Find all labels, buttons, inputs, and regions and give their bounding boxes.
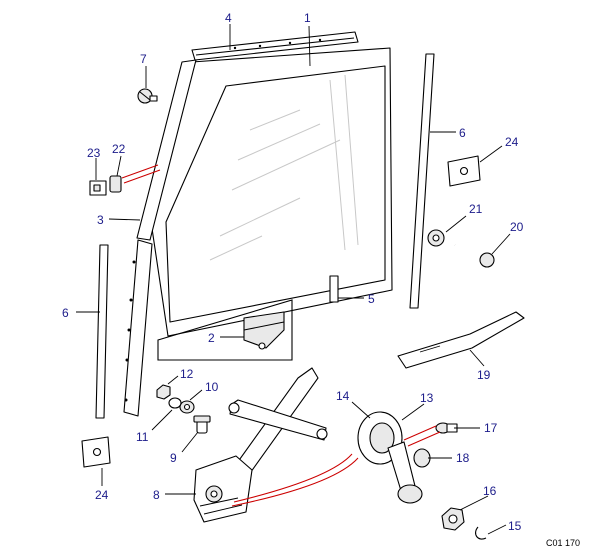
callouts: 1 2 3 4 5 6 6 7 8 9 10 11 12 13 14 15 16… xyxy=(62,11,580,548)
clip-15 xyxy=(475,526,487,540)
clip-22 xyxy=(109,175,122,193)
washer-11 xyxy=(168,397,182,409)
pad-24-lower xyxy=(81,436,111,468)
cap-18 xyxy=(413,448,431,468)
callout-1: 1 xyxy=(304,11,311,25)
callout-15: 15 xyxy=(508,519,522,533)
pad-24-upper xyxy=(447,155,481,187)
screw-7 xyxy=(137,88,158,104)
callout-7: 7 xyxy=(140,52,147,66)
window-regulator xyxy=(193,367,328,523)
callout-17: 17 xyxy=(484,421,498,435)
run-channel-right xyxy=(409,53,435,309)
bracket-19 xyxy=(397,311,525,369)
callout-23: 23 xyxy=(87,146,101,160)
bolt-9 xyxy=(193,415,211,434)
relation-lines xyxy=(121,164,441,507)
callout-11: 11 xyxy=(136,430,149,444)
callout-16: 16 xyxy=(483,484,497,498)
leader-lines xyxy=(76,24,511,535)
callout-24-upper: 24 xyxy=(505,135,519,149)
callout-9: 9 xyxy=(170,451,177,465)
window-glass-assembly xyxy=(149,47,393,361)
callout-14: 14 xyxy=(336,389,350,403)
callout-5: 5 xyxy=(368,292,375,306)
run-channel-left xyxy=(95,244,109,419)
callout-18: 18 xyxy=(456,451,470,465)
callout-19: 19 xyxy=(477,368,491,382)
bolt-20 xyxy=(454,243,495,268)
callout-24-lower: 24 xyxy=(95,488,109,502)
glass-clip xyxy=(243,311,285,350)
screw-17 xyxy=(435,422,458,434)
callout-3: 3 xyxy=(97,213,104,227)
callout-2: 2 xyxy=(208,331,215,345)
washer-10 xyxy=(179,400,195,414)
clip-23 xyxy=(89,180,107,196)
callout-10: 10 xyxy=(205,380,219,394)
reference-code: C01 170 xyxy=(546,538,580,548)
nut-21 xyxy=(427,229,445,247)
callout-6-right: 6 xyxy=(459,126,466,140)
nut-16 xyxy=(441,507,465,531)
callout-6-left: 6 xyxy=(62,306,69,320)
callout-13: 13 xyxy=(420,391,434,405)
nut-12 xyxy=(156,384,171,400)
callout-22: 22 xyxy=(112,142,126,156)
callout-4: 4 xyxy=(225,11,232,25)
slide-channel xyxy=(329,275,339,303)
callout-8: 8 xyxy=(153,488,160,502)
callout-20: 20 xyxy=(510,220,524,234)
callout-12: 12 xyxy=(180,367,194,381)
winder-handle xyxy=(357,411,423,504)
callout-21: 21 xyxy=(469,202,483,216)
top-channel xyxy=(191,31,359,61)
front-channel xyxy=(123,59,197,417)
